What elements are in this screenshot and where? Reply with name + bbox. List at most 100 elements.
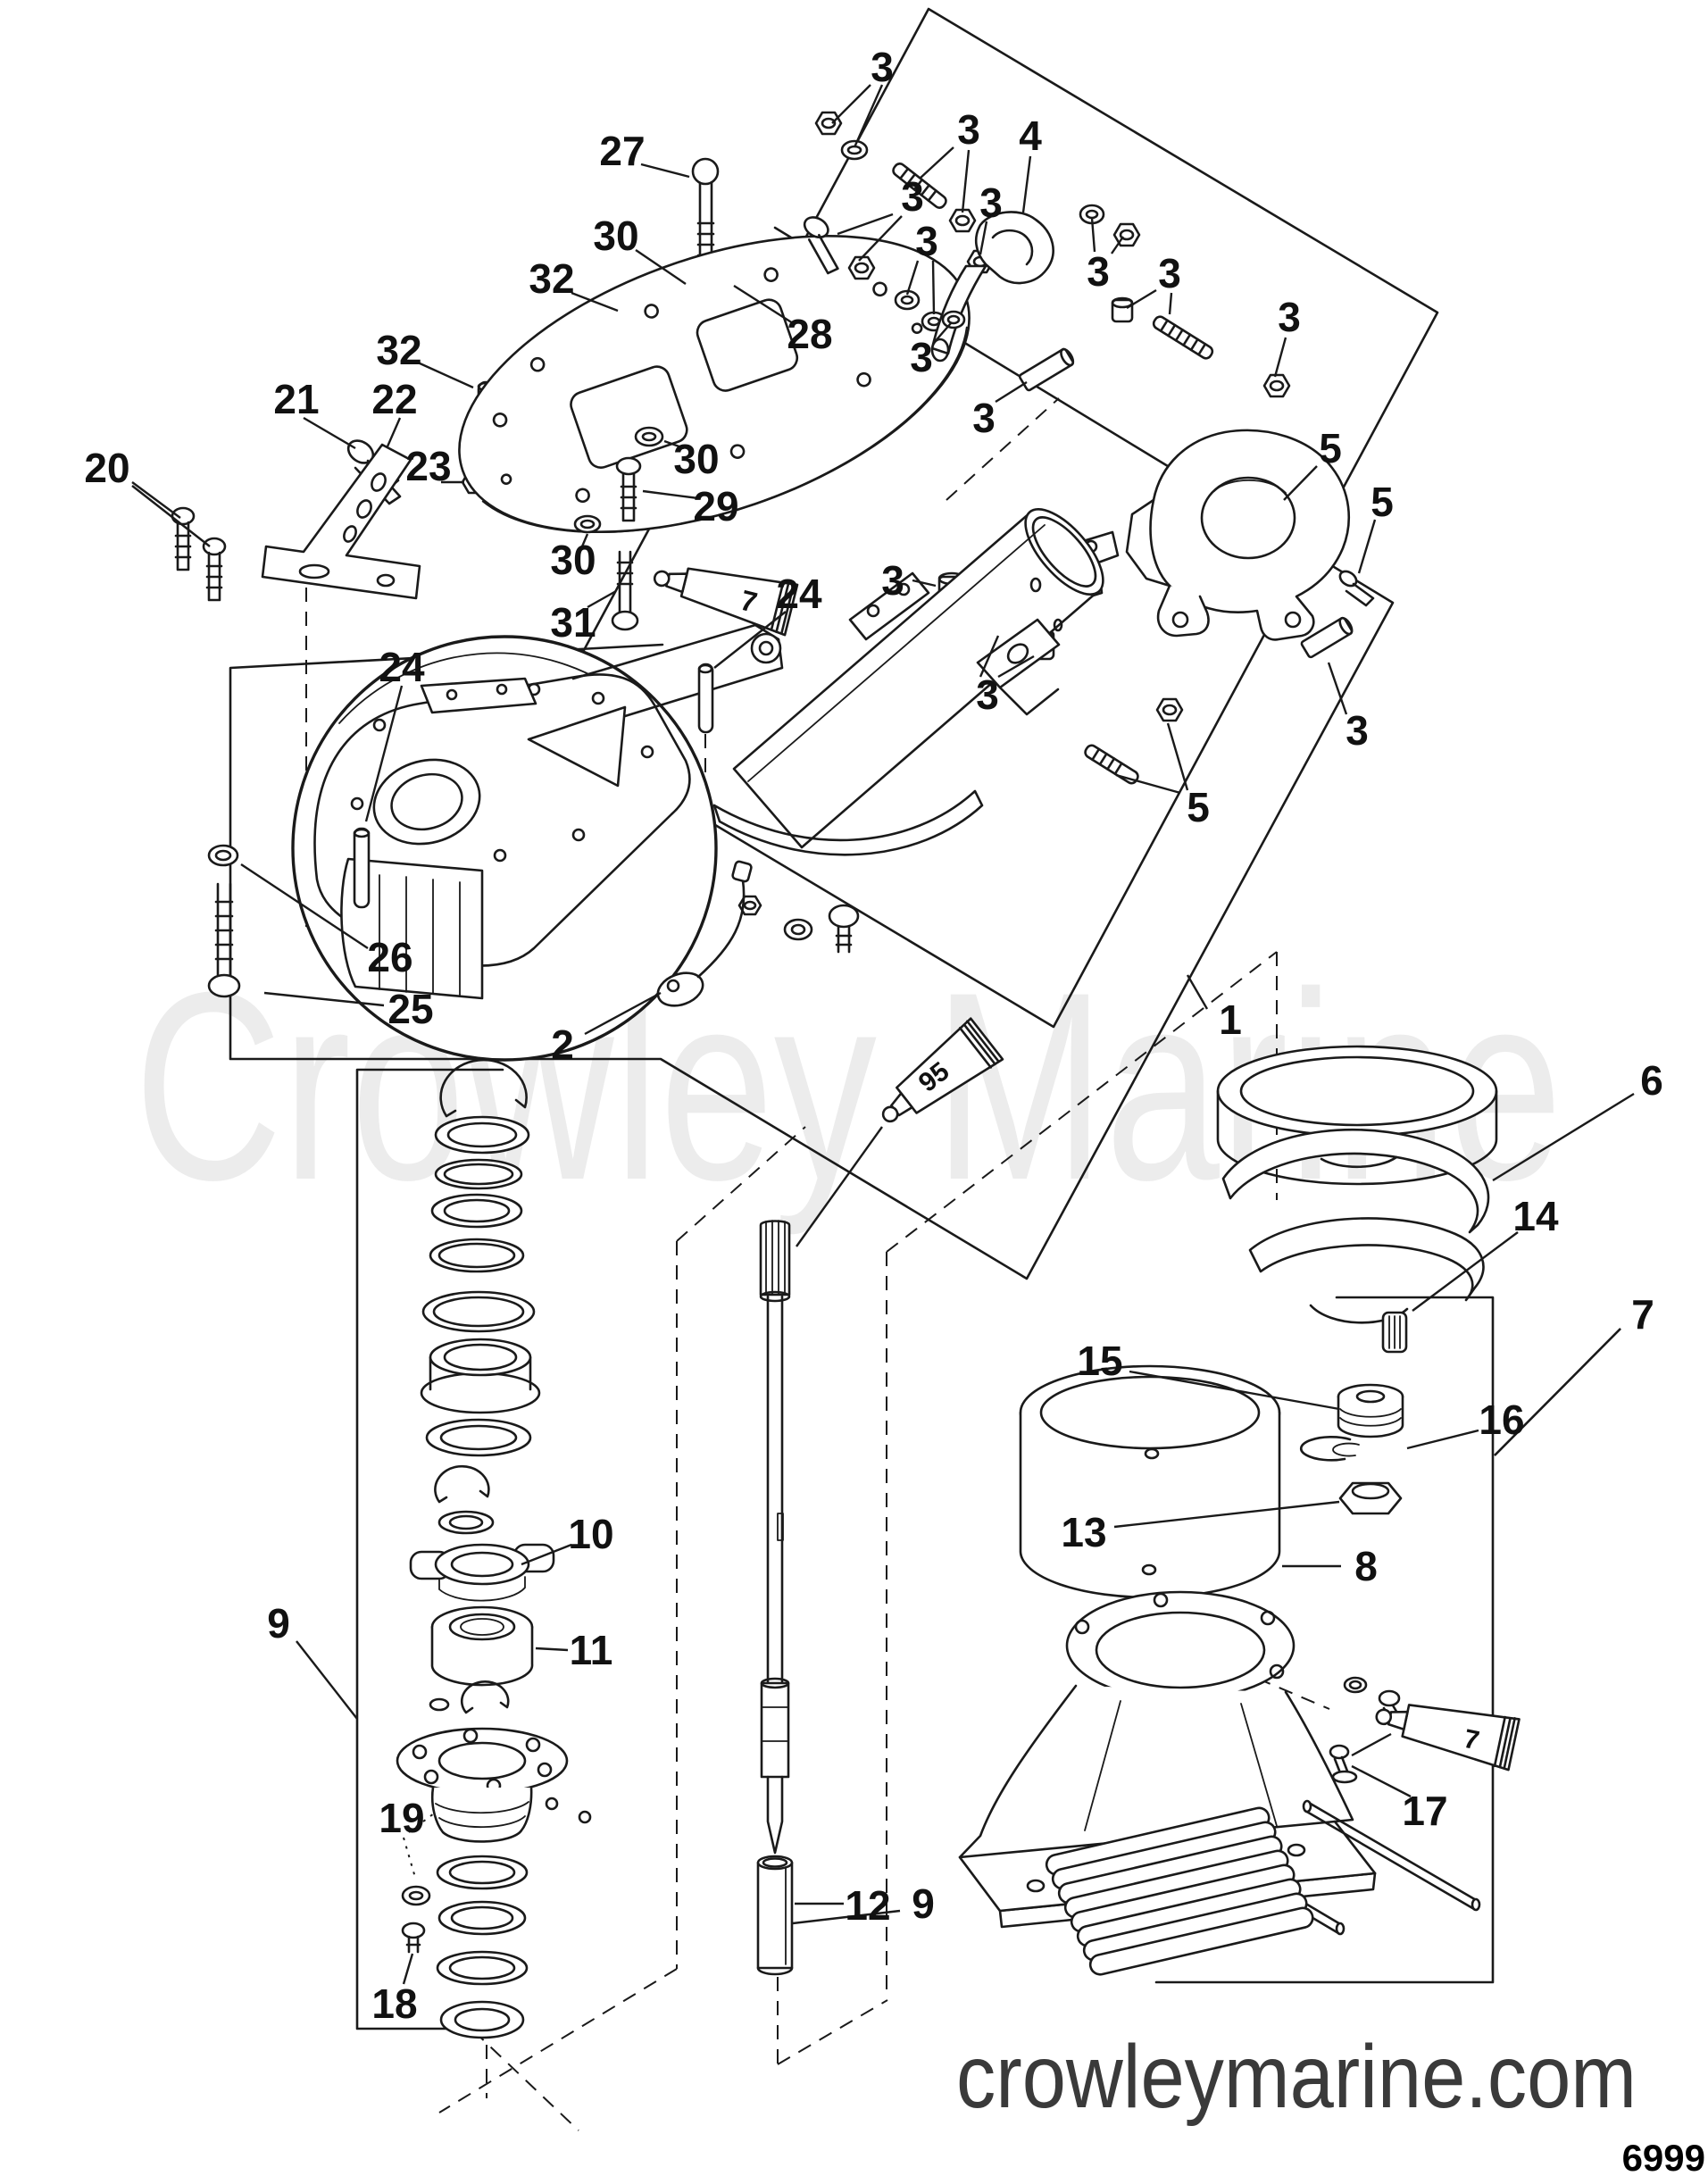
callout-19: 19 bbox=[379, 1795, 424, 1841]
leader-line-29 bbox=[642, 489, 699, 500]
leader-line-20 bbox=[131, 485, 211, 547]
callout-3: 3 bbox=[910, 334, 933, 380]
washer-30c bbox=[573, 514, 602, 534]
bushing-3 bbox=[1111, 296, 1134, 323]
bearing-carrier-19 bbox=[396, 1727, 592, 1843]
callout-25: 25 bbox=[387, 986, 433, 1032]
washer-26 bbox=[207, 844, 239, 867]
callout-5: 5 bbox=[1187, 784, 1210, 830]
leader-line-3 bbox=[979, 635, 1000, 678]
callout-3: 3 bbox=[871, 44, 894, 90]
leader-line-31 bbox=[587, 589, 617, 609]
callout-3: 3 bbox=[1087, 248, 1110, 295]
callout-7: 7 bbox=[1631, 1291, 1654, 1338]
intake-grate bbox=[1045, 1806, 1314, 1976]
page-number: 6999 bbox=[1622, 2137, 1705, 2176]
leader-line-3 bbox=[1327, 662, 1348, 715]
impeller-6 bbox=[1216, 1045, 1498, 1324]
nut-3 bbox=[1262, 373, 1291, 398]
leader-line-3 bbox=[1273, 337, 1287, 378]
leader-line-9 bbox=[296, 1640, 358, 1720]
leader-line-11 bbox=[535, 1647, 569, 1652]
part-text-7: 7 bbox=[1461, 1724, 1481, 1756]
sealant-tube-7a bbox=[653, 567, 799, 637]
bearing-group-outline bbox=[355, 1068, 504, 2030]
bolt-3 bbox=[803, 216, 839, 275]
callout-24: 24 bbox=[776, 571, 822, 617]
leader-line-17 bbox=[1351, 1764, 1412, 1798]
leader-line-5 bbox=[1283, 465, 1318, 501]
intake-flange bbox=[1065, 1590, 1296, 1704]
leader-line-4 bbox=[1021, 155, 1032, 213]
leader-line-5 bbox=[1166, 722, 1189, 791]
sealant-tube-7b bbox=[1375, 1704, 1521, 1772]
leader-line-5 bbox=[1357, 519, 1377, 574]
leader-line-3 bbox=[919, 146, 954, 179]
leader-line-9 bbox=[792, 1909, 901, 1925]
leader-line-14 bbox=[1412, 1231, 1519, 1312]
callout-6: 6 bbox=[1640, 1057, 1663, 1104]
discharge-tube bbox=[732, 508, 1104, 849]
callout-32: 32 bbox=[376, 327, 421, 373]
bolt-20a bbox=[171, 506, 196, 571]
washer-30b bbox=[634, 426, 664, 447]
leader-line-3 bbox=[837, 213, 894, 236]
callout-3: 3 bbox=[976, 671, 999, 718]
leader-line-27 bbox=[640, 163, 690, 179]
spacer-15 bbox=[1337, 1383, 1404, 1438]
callout-8: 8 bbox=[1354, 1543, 1378, 1589]
leader-line-18 bbox=[402, 1953, 414, 1985]
bolt-5 bbox=[1338, 570, 1375, 607]
callout-17: 17 bbox=[1402, 1788, 1447, 1834]
leader-line-24 bbox=[364, 685, 404, 822]
leader-line-3 bbox=[1111, 236, 1124, 254]
callout-28: 28 bbox=[787, 311, 832, 357]
mount-bracket-group bbox=[171, 157, 971, 637]
callout-23: 23 bbox=[405, 443, 451, 489]
pin-24a bbox=[353, 827, 371, 909]
stud-3 bbox=[892, 163, 947, 209]
bolt-31 bbox=[611, 550, 639, 631]
swivel-bracket-5 bbox=[1125, 429, 1351, 641]
pin-3 bbox=[1018, 347, 1075, 392]
steering-fastener-group bbox=[803, 111, 1375, 785]
pin-3 bbox=[1300, 616, 1354, 659]
watermark-bottom: crowleymarine.com bbox=[956, 2027, 1637, 2127]
callout-3: 3 bbox=[1158, 250, 1181, 296]
housing-group-outline bbox=[229, 226, 1395, 1280]
nut-3 bbox=[847, 255, 876, 280]
spacer-sleeve-12 bbox=[756, 1855, 794, 1976]
callout-16: 16 bbox=[1479, 1396, 1524, 1443]
leader-line-30 bbox=[635, 249, 687, 285]
callout-24: 24 bbox=[379, 644, 425, 690]
leader-line-3 bbox=[858, 215, 903, 262]
impeller-group bbox=[1019, 1045, 1498, 1599]
callout-21: 21 bbox=[273, 376, 319, 422]
callout-5: 5 bbox=[1371, 479, 1394, 525]
leader-line-3 bbox=[979, 221, 988, 255]
leader-line-3 bbox=[831, 84, 871, 124]
leader-line-5 bbox=[1115, 773, 1181, 795]
callout-9: 9 bbox=[912, 1880, 935, 1927]
callout-15: 15 bbox=[1077, 1338, 1122, 1384]
callout-30: 30 bbox=[550, 537, 596, 583]
bolt-27 bbox=[691, 157, 720, 268]
adapter-plate-28 bbox=[458, 235, 971, 534]
leader-line-3 bbox=[932, 322, 952, 345]
clamp-4 bbox=[930, 211, 1054, 363]
leader-line-32 bbox=[571, 291, 619, 313]
leader-line-21 bbox=[303, 416, 356, 450]
liner-8 bbox=[1019, 1364, 1281, 1599]
callout-13: 13 bbox=[1061, 1509, 1106, 1555]
leader-line-3 bbox=[995, 380, 1028, 404]
washer-3 bbox=[941, 310, 966, 329]
leader-line-6 bbox=[1492, 1092, 1635, 1182]
thrust-hub-10 bbox=[409, 1543, 555, 1602]
leader-line-7 bbox=[1494, 1328, 1621, 1456]
callout-3: 3 bbox=[915, 218, 938, 264]
callout-3: 3 bbox=[957, 106, 980, 153]
callout-3: 3 bbox=[881, 557, 904, 604]
callout-20: 20 bbox=[84, 445, 129, 491]
